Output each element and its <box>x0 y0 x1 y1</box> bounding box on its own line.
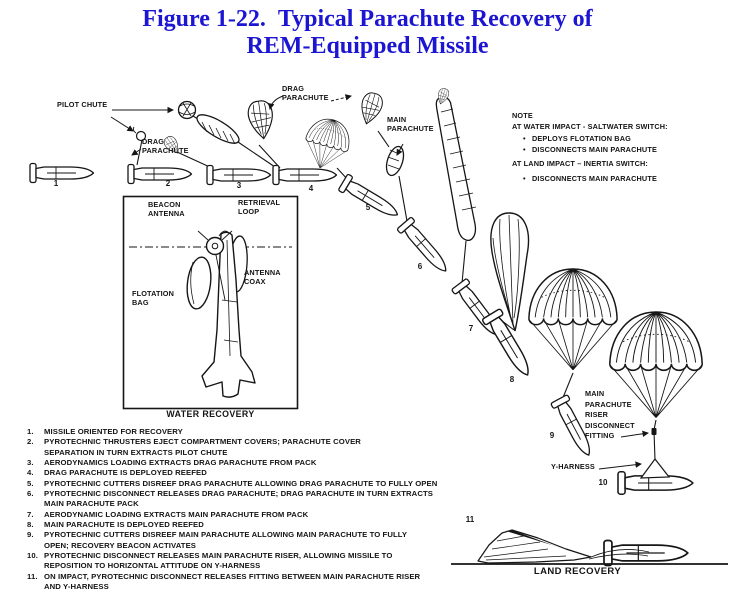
step-number: 8. <box>27 520 34 530</box>
note-block: NOTE AT WATER IMPACT - SALTWATER SWITCH:… <box>512 110 668 184</box>
bullet-icon: • <box>523 133 526 143</box>
recovery-step: 9. PYROTECHNIC CUTTERS DISREEF MAIN PARAC… <box>27 530 471 551</box>
stage-number-3: 3 <box>236 181 242 190</box>
antenna-coax-line <box>215 254 226 301</box>
suspension-lines <box>588 549 650 560</box>
recovery-step: 5. PYROTECHNIC CUTTERS DISREEF DRAG PARAC… <box>27 479 471 489</box>
step-number: 5. <box>27 478 34 488</box>
bullet-icon: • <box>523 145 526 155</box>
step-text: MISSILE ORIENTED FOR RECOVERY <box>44 427 183 436</box>
note-water-item: •DEPLOYS FLOTATION BAG <box>523 133 631 143</box>
step-number: 11. <box>27 571 38 581</box>
drag-chute-released <box>356 90 386 128</box>
main-chute-reefed <box>490 212 530 332</box>
drag-chute-open <box>298 113 356 175</box>
beacon-antenna-label: BEACON ANTENNA <box>148 200 185 218</box>
main-chute-open <box>528 268 618 371</box>
missile-stage-11 <box>603 539 689 567</box>
figure-title-line2: REM-Equipped Missile <box>246 33 489 59</box>
recovery-step: 2. PYROTECHNIC THRUSTERS EJECT COMPARTMEN… <box>27 437 471 458</box>
floating-missile <box>201 231 256 398</box>
step-text: PYROTECHNIC DISCONNECT RELEASES DRAG PAR… <box>44 489 434 509</box>
recovery-step: 7. AERODYNAMIC LOADING EXTRACTS MAIN PARA… <box>27 510 471 520</box>
stage-number-6: 6 <box>417 262 423 271</box>
riser-disconnect-fitting <box>651 428 657 435</box>
step-text: MAIN PARACHUTE IS DEPLOYED REEFED <box>44 520 204 530</box>
step-text: AERODYNAMICS LOADING EXTRACTS DRAG PARAC… <box>44 458 317 468</box>
step-text: ON IMPACT, PYROTECHNIC DISCONNECT RELEAS… <box>44 571 421 592</box>
step-text: AERODYNAMIC LOADING EXTRACTS MAIN PARACH… <box>44 509 309 519</box>
stage-number-8: 8 <box>509 375 515 384</box>
y-harness-label: Y-HARNESS <box>551 462 595 471</box>
stage-number-4: 4 <box>308 184 314 193</box>
pilot-chute-label: PILOT CHUTE <box>57 100 108 109</box>
note-water-item: •DISCONNECTS MAIN PARACHUTE <box>523 145 657 155</box>
recovery-step: 4. DRAG PARACHUTE IS DEPLOYED REEFED <box>27 468 471 478</box>
recovery-step: 1. MISSILE ORIENTED FOR RECOVERY <box>27 427 471 437</box>
stage-number-2: 2 <box>165 179 171 188</box>
stage-number-7: 7 <box>468 324 474 333</box>
stage-number-11: 11 <box>465 515 475 524</box>
flotation-bag-label: FLOTATION BAG <box>132 289 175 307</box>
step-number: 1. <box>27 427 34 436</box>
stage-number-5: 5 <box>365 203 371 212</box>
riser-fitting-label: MAIN PARACHUTE RISER DISCONNECT FITTING <box>585 389 635 441</box>
recovery-step: 10. PYROTECHNIC DISCONNECT RELEASES MAIN … <box>27 551 471 572</box>
bullet-icon: • <box>523 174 526 184</box>
step-number: 4. <box>27 468 34 478</box>
recovery-step: 3. AERODYNAMICS LOADING EXTRACTS DRAG PAR… <box>27 458 471 468</box>
step-number: 3. <box>27 458 34 468</box>
figure-title-line1: Figure 1-22. Typical Parachute Recovery … <box>142 6 593 32</box>
recovery-step: 11. ON IMPACT, PYROTECHNIC DISCONNECT REL… <box>27 572 471 593</box>
step-text: PYROTECHNIC DISCONNECT RELEASES MAIN PAR… <box>44 551 393 571</box>
pilot-chute <box>177 100 197 120</box>
note-land-heading: AT LAND IMPACT – INERTIA SWITCH: <box>512 158 648 168</box>
step-text: DRAG PARACHUTE IS DEPLOYED REEFED <box>44 468 207 478</box>
step-number: 2. <box>27 437 34 447</box>
drag-parachute-label-b: DRAG PARACHUTE <box>282 84 329 102</box>
antenna-coax-label: ANTENNA COAX <box>244 268 281 286</box>
step-text: PYROTECHNIC CUTTERS DISREEF MAIN PARACHU… <box>44 530 408 550</box>
land-recovery-caption: LAND RECOVERY <box>533 566 622 577</box>
note-water-heading: AT WATER IMPACT - SALTWATER SWITCH: <box>512 122 668 132</box>
step-number: 10. <box>27 551 38 561</box>
missile-stage-4 <box>272 164 338 186</box>
step-text: PYROTECHNIC CUTTERS DISREEF DRAG PARACHU… <box>44 478 438 488</box>
flotation-bag-shape <box>186 256 212 310</box>
main-chute-streamer <box>435 86 477 241</box>
main-parachute-label: MAIN PARACHUTE <box>387 115 434 133</box>
step-text: PYROTECHNIC THRUSTERS EJECT COMPARTMENT … <box>44 437 361 457</box>
collapsed-parachute <box>477 529 592 564</box>
stage-number-1: 1 <box>53 179 59 188</box>
parachutes <box>132 86 703 479</box>
drag-parachute-label-a: DRAG PARACHUTE <box>142 137 189 155</box>
y-harness-triangle <box>639 458 671 479</box>
water-recovery-caption: WATER RECOVERY <box>166 409 255 419</box>
rigging-lines <box>136 115 657 461</box>
beacon-antenna-shape <box>197 230 233 256</box>
main-chute-pack <box>385 145 405 177</box>
recovery-step: 6. PYROTECHNIC DISCONNECT RELEASES DRAG P… <box>27 489 471 510</box>
retrieval-loop-label: RETRIEVAL LOOP <box>238 198 281 216</box>
stage-number-10: 10 <box>598 478 608 487</box>
drag-pack-streamer <box>196 114 240 145</box>
recovery-steps-list: 1. MISSILE ORIENTED FOR RECOVERY 2. PYROTEC… <box>27 427 471 593</box>
water-recovery-inset <box>122 195 299 410</box>
step-number: 9. <box>27 530 34 540</box>
figure-title: Figure 1-22. Typical Parachute Recovery … <box>0 6 735 60</box>
stage-number-9: 9 <box>549 431 555 440</box>
step-number: 7. <box>27 509 34 519</box>
land-recovery-scene <box>451 529 728 565</box>
step-number: 6. <box>27 489 34 499</box>
note-title: NOTE <box>512 111 533 120</box>
recovery-step: 8. MAIN PARACHUTE IS DEPLOYED REEFED <box>27 520 471 530</box>
note-land-item: •DISCONNECTS MAIN PARACHUTE <box>523 174 657 184</box>
missile-stage-5 <box>337 173 403 224</box>
